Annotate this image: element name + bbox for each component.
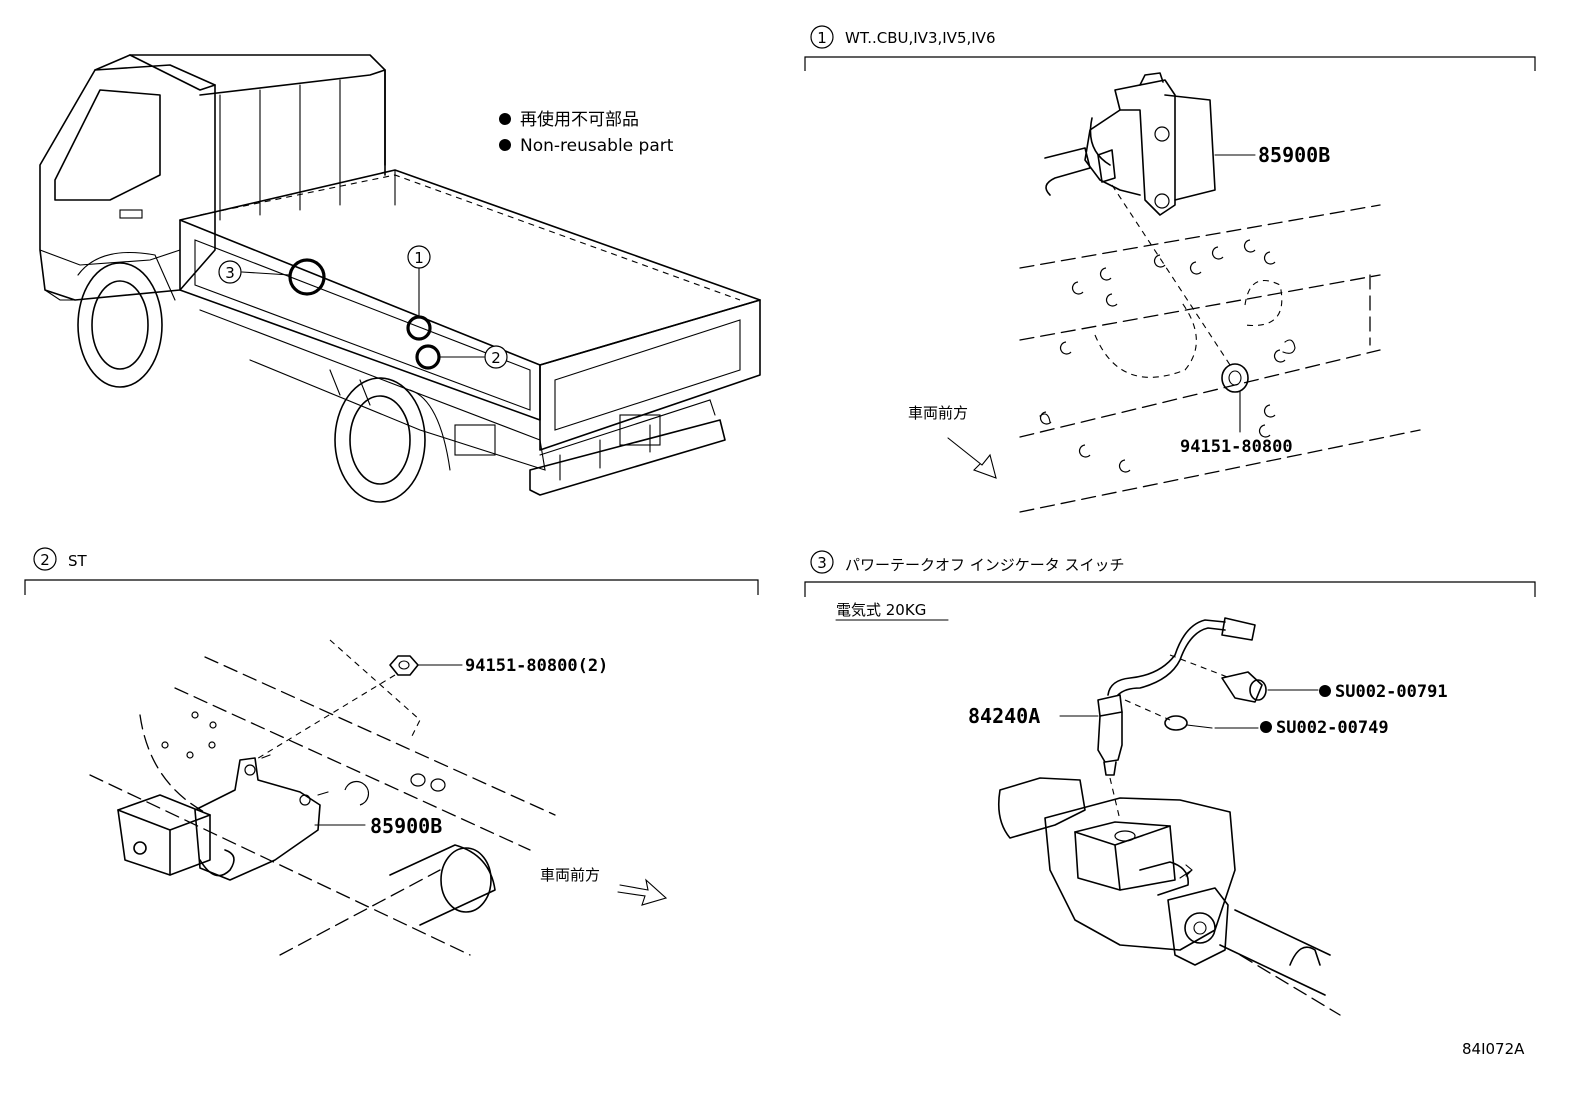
part-number-94151-80800-qty2: 94151-80800(2)	[465, 656, 608, 676]
legend-jp-label: 再使用不可部品	[520, 109, 639, 130]
callout-3-label: 3	[225, 264, 235, 282]
vehicle-front-label: 車両前方	[540, 866, 600, 884]
section-1: 1 WT..CBU,IV3,IV5,IV6	[804, 25, 1536, 513]
legend: 再使用不可部品 Non-reusable part	[499, 109, 674, 156]
callout-2: 2	[484, 345, 508, 369]
non-reusable-bullet-icon	[1260, 721, 1272, 733]
section-2-frame	[24, 579, 759, 595]
front-direction-arrow-icon	[617, 878, 668, 906]
callout-2-label: 2	[491, 349, 501, 367]
section-2-number: 2	[40, 551, 50, 569]
section-1-frame	[804, 56, 1536, 71]
pto-housing	[997, 777, 1341, 1016]
section-3-number: 3	[817, 554, 827, 572]
part-number-85900b: 85900B	[1258, 143, 1330, 167]
part-su002-00791-clamp	[1221, 671, 1331, 703]
frame-rail	[1019, 204, 1421, 513]
location-marker-1	[406, 315, 432, 341]
part-number-85900b: 85900B	[370, 814, 442, 838]
part-number-su002-00791: SU002-00791	[1335, 682, 1448, 702]
part-number-su002-00749: SU002-00749	[1276, 718, 1389, 738]
section-3: 3 パワーテークオフ インジケータ スイッチ 電気式 20KG 84240A S…	[804, 550, 1536, 1016]
part-number-94151-80800: 94151-80800	[1180, 437, 1293, 457]
callout-1-label: 1	[414, 249, 424, 267]
section-3-frame	[804, 581, 1536, 597]
part-94151-80800-nut	[1221, 363, 1249, 433]
section-2: 2 ST	[24, 547, 759, 956]
truck-illustration	[39, 54, 761, 503]
part-84240a-switch	[1059, 617, 1256, 776]
frame-rail	[89, 639, 556, 956]
non-reusable-bullet-icon	[499, 139, 511, 151]
part-85900b-sensor	[117, 754, 366, 881]
section-3-title: パワーテークオフ インジケータ スイッチ	[845, 556, 1125, 574]
section-3-subtitle: 電気式 20KG	[836, 601, 926, 619]
non-reusable-bullet-icon	[1319, 685, 1331, 697]
vehicle-front-label: 車両前方	[908, 404, 968, 422]
part-85900b-sensor	[1044, 72, 1256, 216]
section-1-number: 1	[817, 29, 827, 47]
callout-3: 3	[218, 260, 242, 284]
callout-1: 1	[407, 245, 431, 269]
location-marker-2	[415, 344, 441, 370]
front-direction-arrow-icon	[947, 437, 997, 479]
fastener-centerline	[1111, 184, 1233, 369]
section-2-title: ST	[68, 552, 88, 570]
part-number-84240a: 84240A	[968, 704, 1040, 728]
part-94151-80800-nut	[254, 655, 463, 761]
non-reusable-bullet-icon	[499, 113, 511, 125]
part-su002-00749-band	[1124, 654, 1272, 733]
legend-en-label: Non-reusable part	[520, 136, 674, 156]
section-1-title: WT..CBU,IV3,IV5,IV6	[845, 29, 995, 47]
location-marker-3	[288, 258, 326, 296]
figure-code: 84I072A	[1462, 1040, 1525, 1058]
